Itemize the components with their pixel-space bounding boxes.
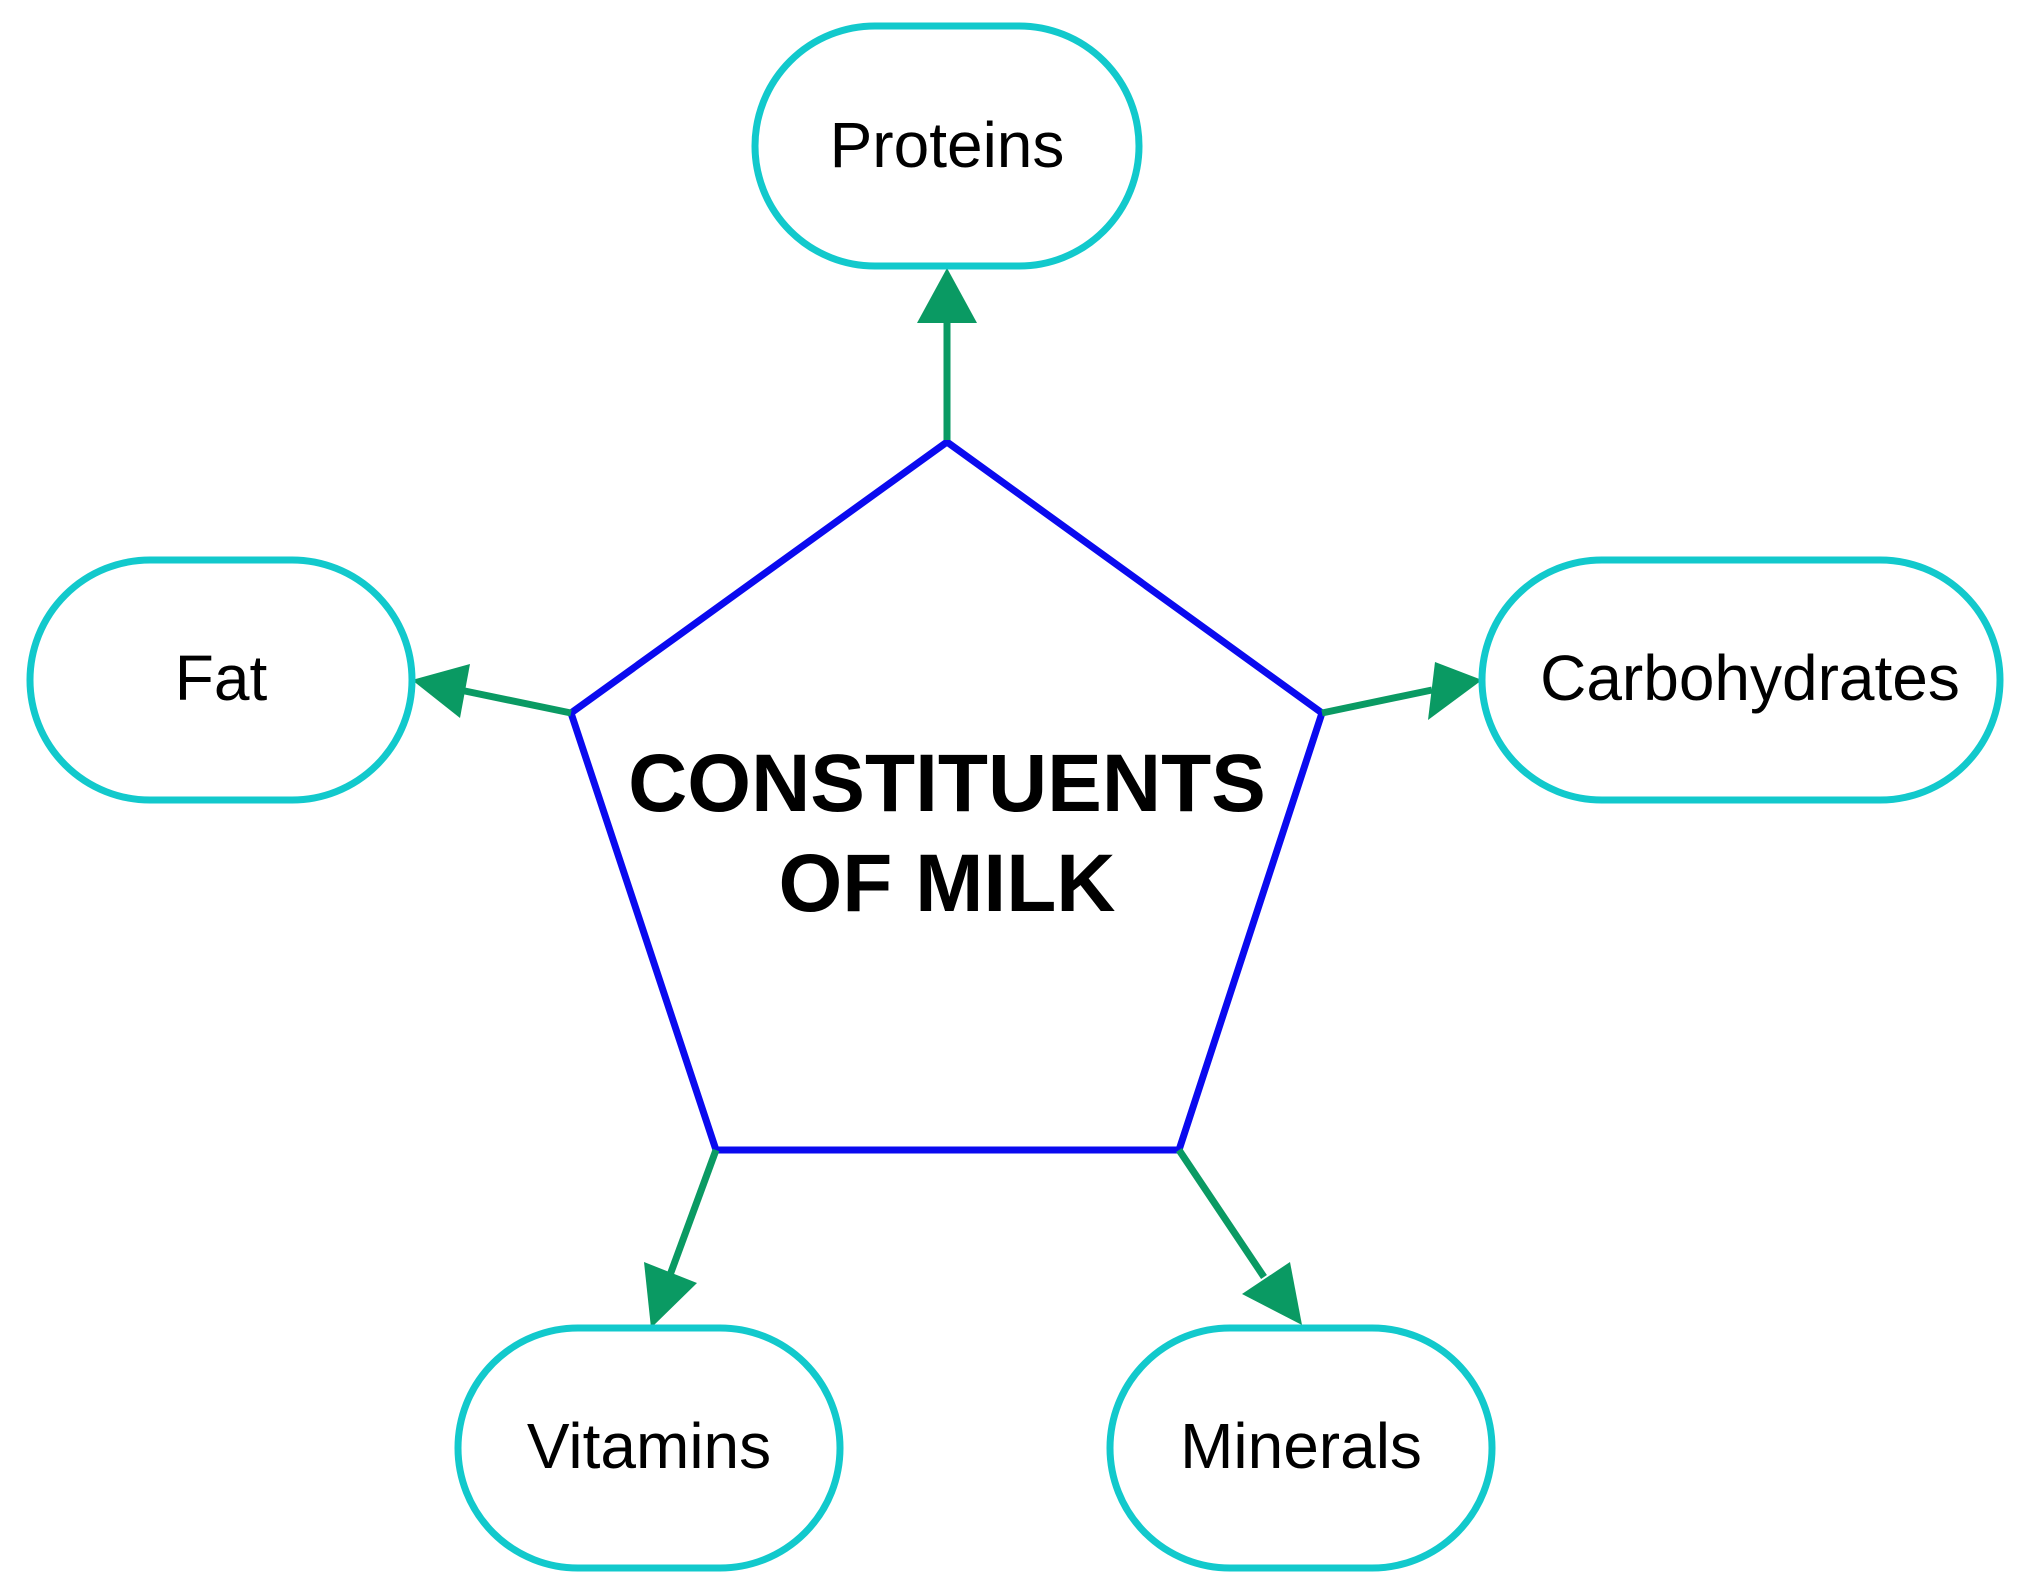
node-fat: Fat: [26, 556, 416, 804]
arrow-to-proteins: [917, 268, 977, 440]
node-carbohydrates-label: Carbohydrates: [1540, 642, 1960, 714]
node-minerals-label: Minerals: [1180, 1410, 1422, 1482]
node-fat-label: Fat: [175, 642, 268, 714]
center-title-line1: CONSTITUENTS: [628, 738, 1266, 829]
node-vitamins-label: Vitamins: [527, 1410, 771, 1482]
arrow-to-vitamins: [644, 1148, 720, 1328]
node-carbohydrates: Carbohydrates: [1478, 556, 2004, 804]
arrow-to-minerals: [1176, 1148, 1302, 1325]
arrow-to-fat: [412, 664, 572, 718]
center-title-line2: OF MILK: [778, 838, 1115, 929]
center-pentagon: [566, 437, 1327, 1154]
node-proteins: Proteins: [751, 22, 1143, 270]
node-vitamins: Vitamins: [454, 1324, 844, 1572]
node-proteins-label: Proteins: [830, 109, 1065, 181]
node-minerals: Minerals: [1106, 1324, 1496, 1572]
arrow-to-carbohydrates: [1321, 662, 1482, 720]
